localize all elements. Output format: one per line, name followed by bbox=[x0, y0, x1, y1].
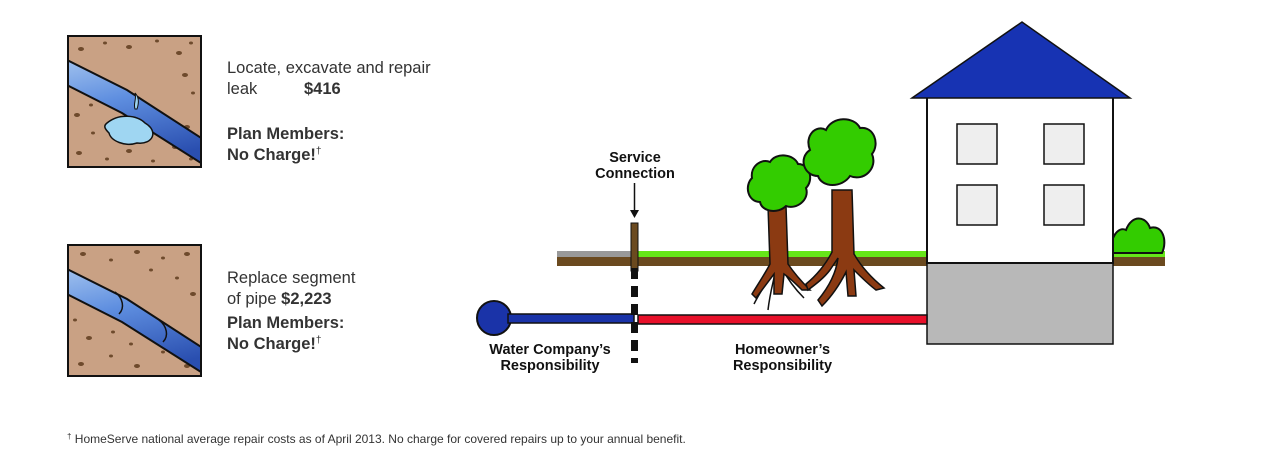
footnote-text: HomeServe national average repair costs … bbox=[74, 432, 686, 446]
house-foundation bbox=[926, 262, 1114, 345]
leak-no-charge-label: No Charge!† bbox=[227, 146, 322, 164]
house-window bbox=[1043, 184, 1085, 226]
service-connection-label: Service Connection bbox=[595, 150, 675, 182]
house-window bbox=[956, 123, 998, 165]
street-surface bbox=[557, 251, 637, 257]
leak-repair-price: $416 bbox=[304, 80, 341, 98]
segment-repair-text-line1: Replace segment bbox=[227, 269, 356, 287]
water-main bbox=[476, 300, 512, 336]
bush bbox=[1108, 217, 1166, 254]
segment-plan-members-label: Plan Members: bbox=[227, 314, 345, 332]
curb-stop bbox=[630, 222, 639, 272]
water-company-responsibility-label: Water Company’s Responsibility bbox=[489, 342, 611, 374]
house-window bbox=[1043, 123, 1085, 165]
tree-large bbox=[802, 118, 886, 308]
tree-small bbox=[746, 154, 812, 311]
utility-service-pipe bbox=[507, 313, 635, 324]
leak-repair-description: Locate, excavate and repair leak $416 Pl… bbox=[227, 58, 457, 166]
footnote: † HomeServe national average repair cost… bbox=[67, 432, 686, 446]
homeowner-responsibility-label: Homeowner’s Responsibility bbox=[732, 342, 833, 374]
footnote-dagger: † bbox=[67, 432, 72, 441]
replaced-pipe-illustration bbox=[67, 244, 202, 377]
house-window bbox=[956, 184, 998, 226]
service-connection-arrowhead bbox=[630, 210, 639, 218]
lawn-grass bbox=[637, 251, 1165, 257]
leaking-pipe-illustration bbox=[67, 35, 202, 168]
leak-repair-text: Locate, excavate and repair leak bbox=[227, 59, 431, 98]
house-roof bbox=[909, 21, 1133, 99]
service-line-diagram bbox=[476, 21, 1166, 363]
homeowner-service-pipe bbox=[637, 314, 928, 325]
soil-layer bbox=[557, 257, 1165, 266]
house-wall bbox=[926, 95, 1114, 264]
segment-repair-text-line2: of pipe $2,223 bbox=[227, 290, 332, 308]
segment-repair-price: $2,223 bbox=[281, 290, 332, 308]
segment-repair-description: Replace segment of pipe $2,223 Plan Memb… bbox=[227, 268, 457, 355]
leak-plan-members-label: Plan Members: bbox=[227, 125, 345, 143]
segment-no-charge-label: No Charge!† bbox=[227, 335, 322, 353]
